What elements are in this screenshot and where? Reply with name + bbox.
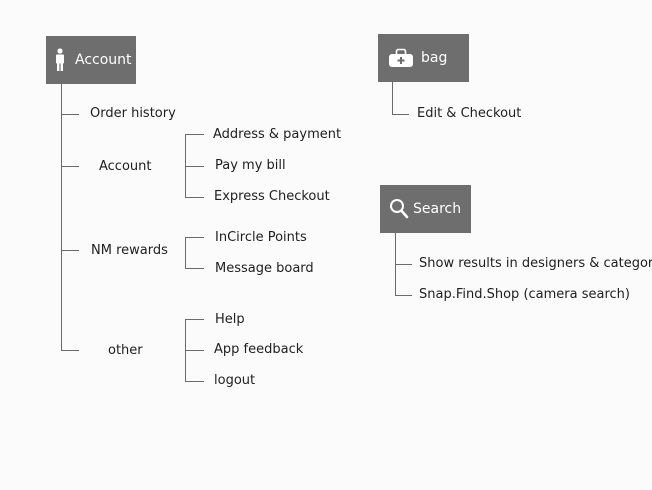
node-message-board: Message board — [215, 261, 314, 276]
search-header-title: Search — [413, 201, 462, 217]
node-help: Help — [215, 312, 245, 327]
bag-header-box: bag — [378, 34, 469, 82]
bracket-tick — [185, 197, 204, 198]
node-express-checkout: Express Checkout — [214, 189, 330, 204]
bag-trunk-line — [392, 82, 393, 114]
account-header-box: Account — [46, 36, 136, 84]
bracket-tick — [185, 134, 204, 135]
bracket-tick — [185, 381, 204, 382]
node-account: Account — [99, 159, 152, 174]
rewards-sub-bracket — [185, 237, 186, 269]
node-app-feedback: App feedback — [214, 342, 304, 357]
bracket-tick — [185, 166, 204, 167]
branch-connector — [392, 114, 409, 115]
node-edit-checkout: Edit & Checkout — [417, 106, 522, 121]
person-icon — [54, 48, 66, 72]
branch-connector — [61, 250, 79, 251]
search-header-box: Search — [380, 185, 471, 233]
node-snap-find-shop: Snap.Find.Shop (camera search) — [419, 287, 630, 302]
branch-connector — [61, 114, 79, 115]
node-incircle-points: InCircle Points — [215, 230, 307, 245]
search-icon — [389, 198, 409, 220]
branch-connector — [61, 350, 79, 351]
account-trunk-line — [61, 84, 62, 351]
branch-connector — [395, 295, 412, 296]
bracket-tick — [185, 350, 204, 351]
bracket-tick — [185, 237, 204, 238]
bracket-tick — [185, 319, 204, 320]
node-other: other — [108, 343, 143, 358]
node-address-payment: Address & payment — [213, 127, 342, 142]
branch-connector — [61, 166, 79, 167]
node-pay-my-bill: Pay my bill — [215, 158, 286, 173]
bag-header-title: bag — [421, 50, 448, 66]
branch-connector — [395, 264, 412, 265]
node-nm-rewards: NM rewards — [91, 243, 168, 258]
node-logout: logout — [214, 373, 256, 388]
account-header-title: Account — [75, 52, 132, 68]
node-show-results: Show results in designers & categories — [419, 256, 652, 271]
bracket-tick — [185, 268, 204, 269]
bag-icon — [388, 48, 414, 68]
node-order-history: Order history — [90, 106, 176, 121]
